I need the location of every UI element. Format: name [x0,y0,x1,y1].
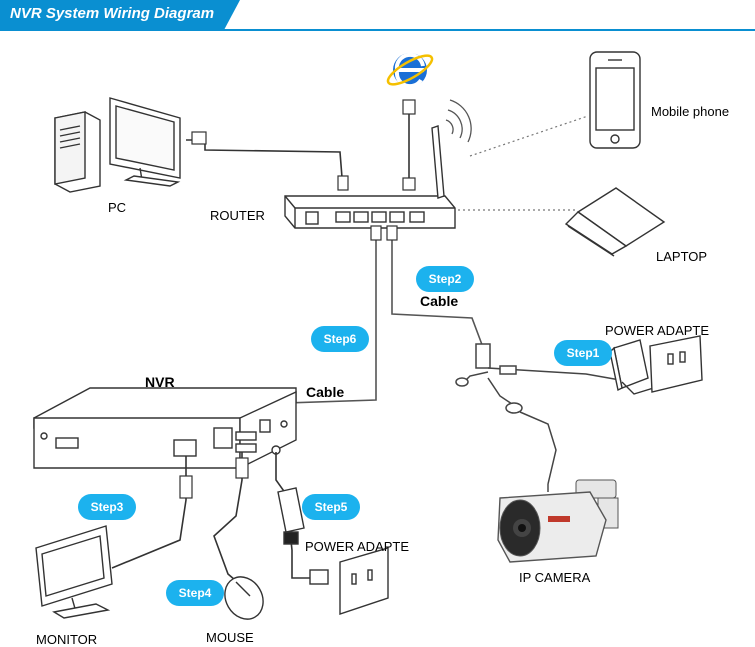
laptop-label: LAPTOP [656,249,708,264]
power-adapter-camera-label: POWER ADAPTE [605,323,710,338]
pc-monitor [109,97,181,187]
cable-label-nvr: Cable [306,384,345,400]
page-title: NVR System Wiring Diagram [10,5,215,22]
monitor [35,525,113,619]
step6-badge: Step6 [311,326,369,352]
cable-label-top: Cable [420,293,459,309]
header: NVR System Wiring Diagram [0,0,755,30]
camera-pigtail [455,343,621,485]
mobile-label: Mobile phone [651,104,730,119]
router [284,125,456,229]
step1-badge: Step1 [554,340,612,366]
step3-badge: Step3 [78,494,136,520]
wifi-signal-icon [445,99,472,143]
ip-camera [497,479,619,563]
router-label: ROUTER [210,208,265,223]
mobile-link [469,115,589,157]
step4-badge: Step4 [166,580,224,606]
pc-tower [54,111,101,193]
router-camera-cable [391,228,485,351]
step5-badge: Step5 [302,494,360,520]
nvr-monitor-cable [111,456,187,569]
header-bar [0,0,240,30]
monitor-label: MONITOR [36,632,98,647]
nvr-label: NVR [145,374,175,390]
ip-camera-label: IP CAMERA [519,570,591,585]
nvr-power-adapter [277,487,389,615]
pc-cable [186,139,344,191]
step2-badge: Step2 [416,266,474,292]
nvr-box [33,387,297,470]
mouse [224,576,264,620]
power-adapter-nvr-label: POWER ADAPTE [305,539,410,554]
mouse-label: MOUSE [206,630,254,645]
camera-power-adapter [609,335,703,395]
internet-explorer-icon [386,52,434,89]
mobile-phone [589,51,641,149]
laptop [564,187,666,257]
pc-label: PC [108,200,127,215]
header-underline [0,29,755,31]
